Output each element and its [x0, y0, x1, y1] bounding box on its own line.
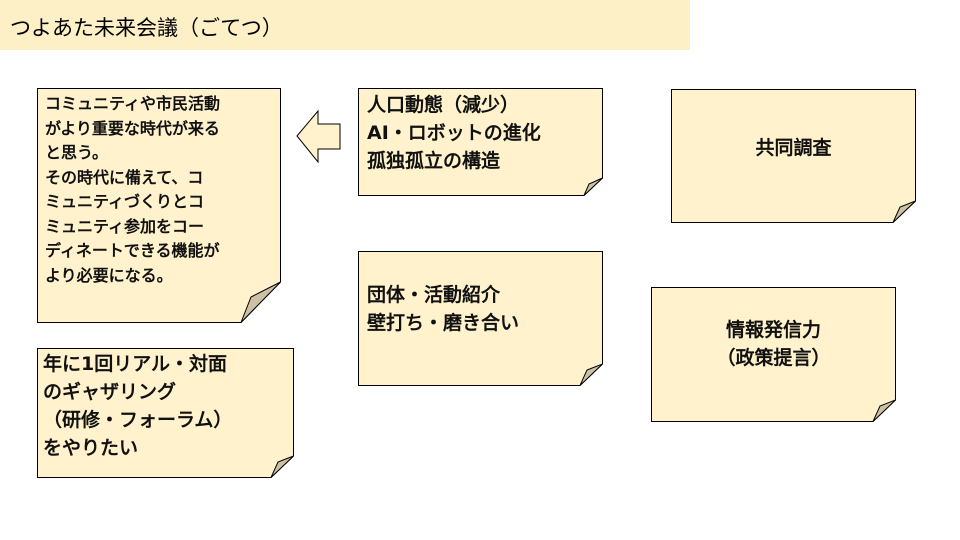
sticky-note-trends: 人口動態（減少） AI・ロボットの進化 孤独孤立の構造	[358, 88, 603, 196]
slide-title: つよあた未来会議（ごてつ）	[10, 16, 283, 40]
note-text: 人口動態（減少） AI・ロボットの進化 孤独孤立の構造	[367, 94, 541, 172]
sticky-note-community: コミュニティや市民活動 がより重要な時代が来る と思う。 その時代に備えて、コ …	[37, 88, 281, 323]
sticky-note-information: 情報発信力 （政策提言）	[651, 287, 896, 422]
left-arrow-icon	[296, 109, 342, 168]
note-text: 年に1回リアル・対面 のギャザリング （研修・フォーラム） をやりたい	[43, 353, 233, 459]
sticky-note-group-intro: 団体・活動紹介 壁打ち・磨き合い	[358, 251, 603, 386]
note-text: 情報発信力 （政策提言）	[716, 319, 831, 369]
sticky-note-joint-research: 共同調査	[671, 89, 916, 223]
note-text: 団体・活動紹介 壁打ち・磨き合い	[367, 284, 520, 334]
note-text: コミュニティや市民活動 がより重要な時代が来る と思う。 その時代に備えて、コ …	[45, 94, 221, 285]
sticky-note-gathering: 年に1回リアル・対面 のギャザリング （研修・フォーラム） をやりたい	[37, 348, 294, 478]
slide-title-bar: つよあた未来会議（ごてつ）	[0, 0, 690, 50]
note-text: 共同調査	[755, 137, 832, 159]
